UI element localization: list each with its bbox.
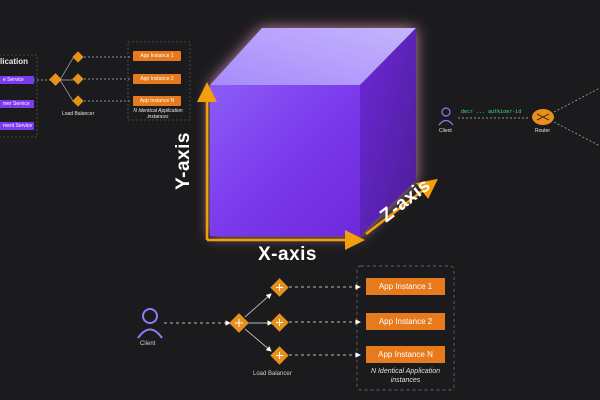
left-app-instance-n[interactable]: App Instance N xyxy=(133,96,181,106)
lb-node-icon xyxy=(72,51,84,63)
bottom-load-balancer-label: Load Balancer xyxy=(253,371,292,377)
left-instances-caption: N Identical Application instances xyxy=(133,108,183,120)
bottom-instances-frame xyxy=(356,265,455,391)
right-request-text: decr ... autkioer-id xyxy=(461,109,522,115)
bottom-app-instance-n[interactable]: App Instance N xyxy=(366,346,445,363)
service-item[interactable]: e Service xyxy=(0,76,34,84)
bottom-app-instance-1[interactable]: App Instance 1 xyxy=(366,278,445,295)
left-load-balancer-label: Load Balancer xyxy=(62,111,95,117)
bottom-instances-caption-line2: instances xyxy=(390,377,421,384)
bottom-client-label: Client xyxy=(140,341,156,347)
right-client-label: Client xyxy=(439,128,452,134)
y-axis-label: Y-axis xyxy=(172,132,194,190)
router-label: Router xyxy=(535,128,551,134)
service-item[interactable]: mer Service xyxy=(0,100,34,108)
cube xyxy=(210,28,416,236)
cube-top-face xyxy=(210,28,416,85)
lb-node-icon xyxy=(72,73,84,85)
bottom-client-icon xyxy=(137,308,163,339)
right-client-icon xyxy=(438,107,454,126)
router-out-lines xyxy=(553,87,600,147)
bottom-connectors xyxy=(164,284,361,358)
service-item[interactable]: ment Service xyxy=(0,122,34,130)
bottom-app-instance-2[interactable]: App Instance 2 xyxy=(366,313,445,330)
cube-front-face xyxy=(210,85,360,236)
left-load-balancer-nodes xyxy=(49,51,84,107)
z-axis-arrow xyxy=(365,178,438,235)
bottom-instances-caption-line1: N Identical Application xyxy=(370,368,440,375)
left-app-instance-1[interactable]: App Instance 1 xyxy=(133,51,181,61)
lb-arrow-glyphs xyxy=(235,284,283,359)
lb-node-icon xyxy=(72,95,84,107)
x-axis-label: X-axis xyxy=(258,244,317,265)
left-app-instance-2[interactable]: App Instance 2 xyxy=(133,74,181,84)
left-connectors xyxy=(33,56,132,102)
router-icon xyxy=(532,109,554,125)
lb-node-icon xyxy=(49,73,62,86)
left-panel-title: lication xyxy=(0,57,29,66)
cube-side-face xyxy=(360,28,416,236)
left-instances-frame xyxy=(127,41,191,121)
left-panel-frame xyxy=(0,54,38,138)
